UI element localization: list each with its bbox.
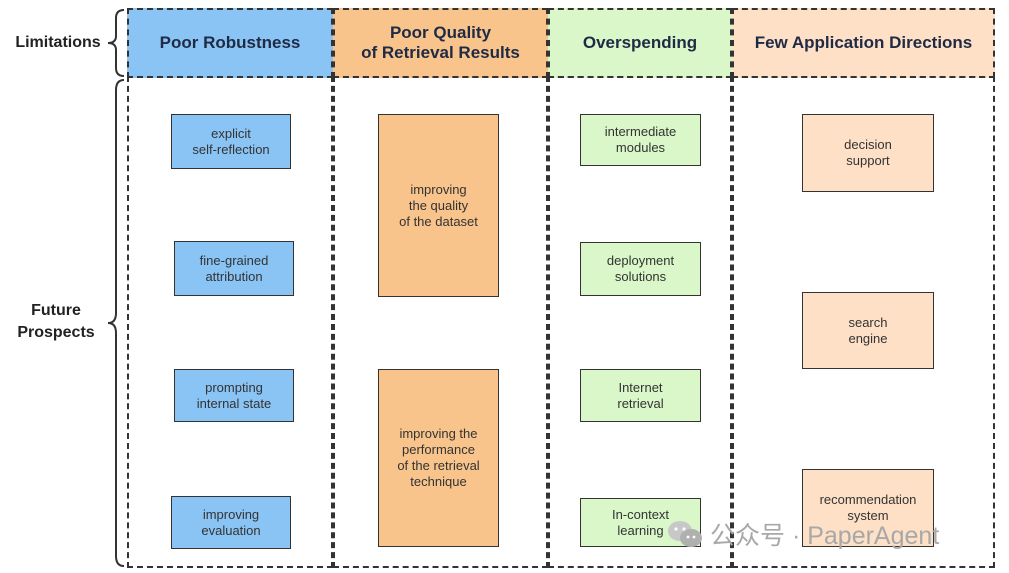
- limitations-label: Limitations: [15, 34, 101, 51]
- wechat-icon: [668, 521, 702, 547]
- column-body-overspending: [548, 76, 732, 568]
- box-fine-grained-attribution: fine-grained attribution: [174, 241, 294, 296]
- column-body-quality: [333, 76, 548, 568]
- box-deployment-solutions: deployment solutions: [580, 242, 701, 296]
- box-improving-evaluation: improving evaluation: [171, 496, 291, 549]
- header-poor-quality: Poor Quality of Retrieval Results: [333, 8, 548, 78]
- future-prospects-brace: [107, 79, 125, 567]
- box-in-context-learning: In-context learning: [580, 498, 701, 547]
- box-improving-dataset-quality: improving the quality of the dataset: [378, 114, 499, 297]
- column-body-robustness: [127, 76, 333, 568]
- limitations-brace: [107, 9, 125, 77]
- box-improving-retrieval-performance: improving the performance of the retriev…: [378, 369, 499, 547]
- box-intermediate-modules: intermediate modules: [580, 114, 701, 166]
- watermark-text: 公众号 · PaperAgent: [710, 522, 940, 550]
- future-prospects-label: Future Prospects: [17, 302, 95, 341]
- header-poor-robustness: Poor Robustness: [127, 8, 333, 78]
- box-internet-retrieval: Internet retrieval: [580, 369, 701, 422]
- watermark: 公众号 · PaperAgent: [666, 516, 939, 552]
- header-overspending: Overspending: [548, 8, 732, 78]
- box-decision-support: decision support: [802, 114, 934, 192]
- box-prompting-internal-state: prompting internal state: [174, 369, 294, 422]
- box-recommendation-system: recommendation system: [802, 469, 934, 547]
- column-body-applications: [732, 76, 995, 568]
- box-search-engine: search engine: [802, 292, 934, 369]
- box-explicit-self-reflection: explicit self-reflection: [171, 114, 291, 169]
- header-few-application-directions: Few Application Directions: [732, 8, 995, 78]
